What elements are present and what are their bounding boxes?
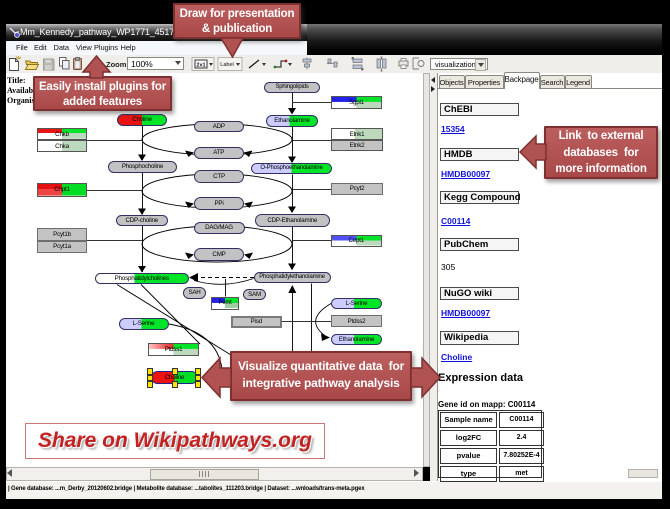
svg-text:2x1: 2x1	[196, 63, 205, 69]
svg-text:Label: Label	[220, 62, 233, 68]
